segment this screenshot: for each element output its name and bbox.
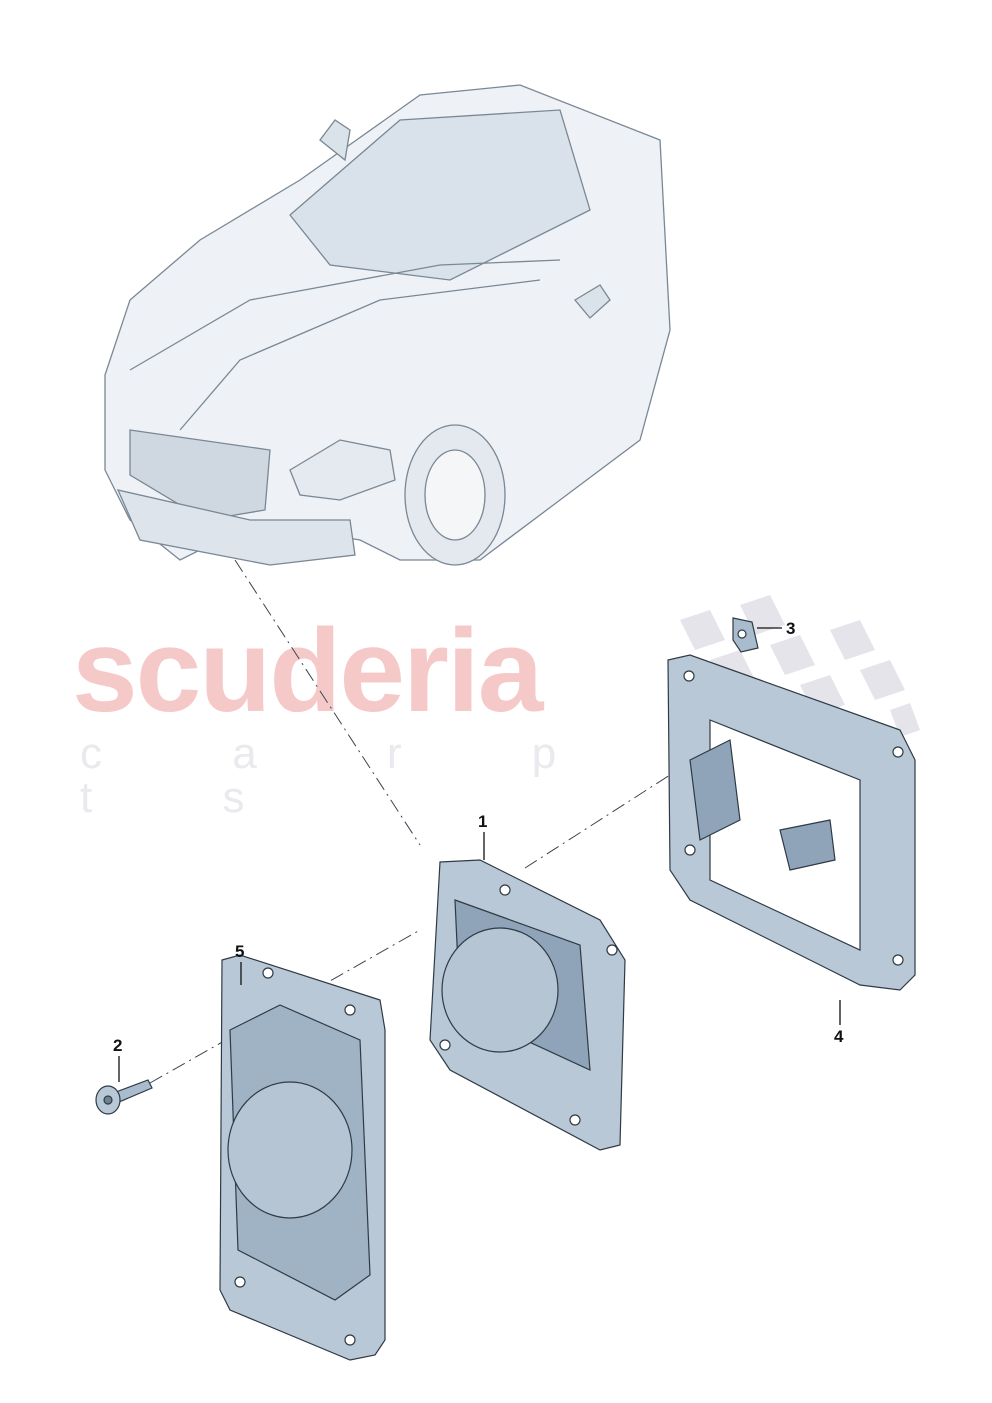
callout-4[interactable]: 4: [834, 1027, 844, 1046]
part-radar-module: [429, 859, 626, 1151]
watermark-brand: scuderia: [72, 605, 543, 737]
part-clip: [732, 617, 759, 653]
car-illustration: [104, 84, 671, 566]
part-screw: [95, 1079, 153, 1115]
callout-1[interactable]: 1: [478, 812, 488, 831]
part-bracket: [667, 654, 916, 991]
callout-ticks: [118, 627, 841, 1082]
callout-3[interactable]: 3: [786, 619, 796, 638]
part-cover-plate: [219, 954, 386, 1361]
callout-2[interactable]: 2: [113, 1036, 123, 1055]
callout-5[interactable]: 5: [235, 942, 245, 961]
